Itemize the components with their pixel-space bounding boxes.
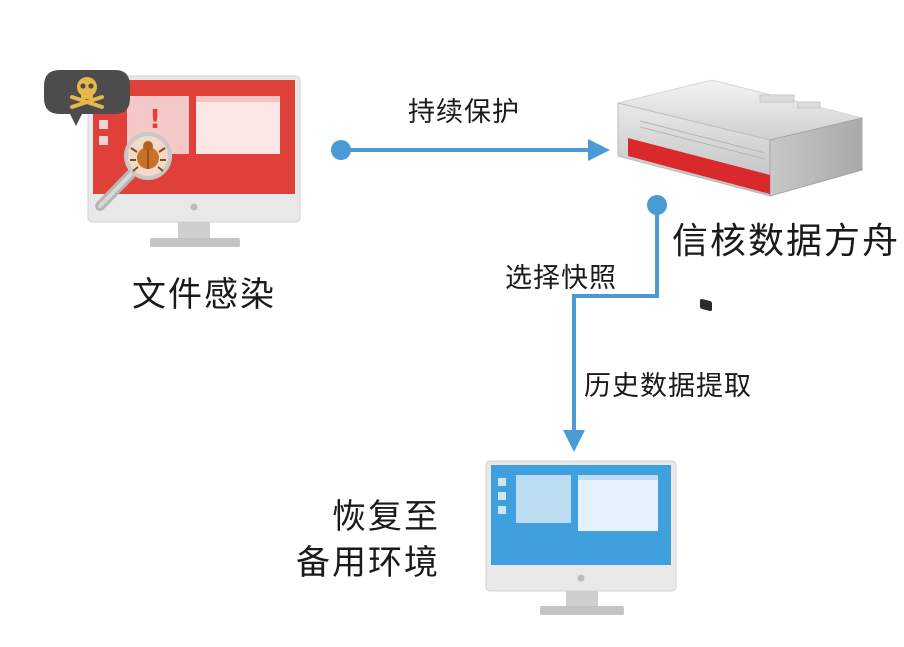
magnifier-icon [95, 132, 172, 211]
edge-label-history: 历史数据提取 [584, 371, 752, 402]
edge-continuous [331, 139, 610, 161]
arrowhead-icon [563, 430, 585, 452]
node-label-restore: 恢复至 备用环境 [296, 494, 440, 586]
infected-monitor-icon: ! [87, 75, 301, 247]
alert-icon: ! [149, 105, 161, 135]
skull-bubble [44, 70, 130, 126]
server-icon [617, 79, 863, 312]
arrowhead-icon [588, 139, 610, 161]
edge-label-continuous: 持续保护 [408, 97, 520, 128]
node-label-restore-line1: 恢复至 [332, 497, 440, 537]
edge-label-snapshot: 选择快照 [505, 263, 617, 294]
node-label-infected: 文件感染 [132, 275, 276, 315]
restore-monitor-icon [485, 460, 677, 615]
node-label-ark: 信核数据方舟 [672, 221, 901, 262]
bug-icon [130, 141, 166, 172]
node-label-restore-line2: 备用环境 [296, 543, 440, 583]
edge-snapshot-history [563, 195, 667, 452]
skull-icon [70, 77, 104, 109]
